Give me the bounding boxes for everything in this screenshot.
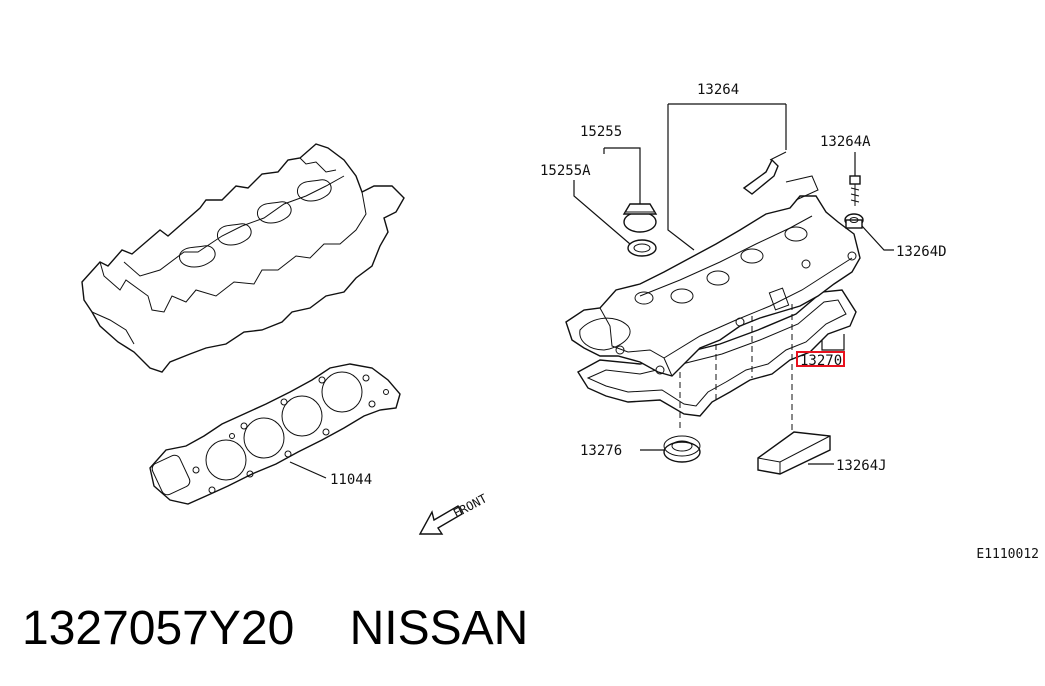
callout-15255: 15255: [580, 124, 622, 140]
callout-13264: 13264: [697, 82, 739, 98]
callout-13270: 13270: [800, 353, 842, 369]
caption: 1327057Y20 NISSAN: [22, 598, 528, 660]
grommet-13264d-drawing: [844, 213, 864, 229]
highlight-box: [796, 351, 845, 367]
head-gasket-drawing: [149, 363, 401, 505]
callout-15255a: 15255A: [540, 163, 591, 179]
reference-code: E1110012: [976, 547, 1039, 562]
bolt-13264a-drawing: [849, 175, 861, 206]
callout-13276: 13276: [580, 443, 622, 459]
front-arrow-icon: [418, 505, 463, 535]
seal-15255a-drawing: [627, 239, 657, 257]
callout-13264a: 13264A: [820, 134, 871, 150]
baffle-13264j-drawing: [757, 431, 831, 475]
brand-name: NISSAN: [349, 602, 529, 655]
part-number: 1327057Y20: [22, 602, 295, 655]
oil-cap-drawing: [622, 203, 658, 233]
rocker-cover-drawing: [565, 151, 861, 430]
callout-13264j: 13264J: [836, 458, 887, 474]
callout-11044: 11044: [330, 472, 372, 488]
callout-13264d: 13264D: [896, 244, 947, 260]
plug-seal-13276-drawing: [663, 435, 701, 463]
front-label: FRONT: [451, 491, 489, 520]
cylinder-head-drawing: [81, 143, 405, 373]
